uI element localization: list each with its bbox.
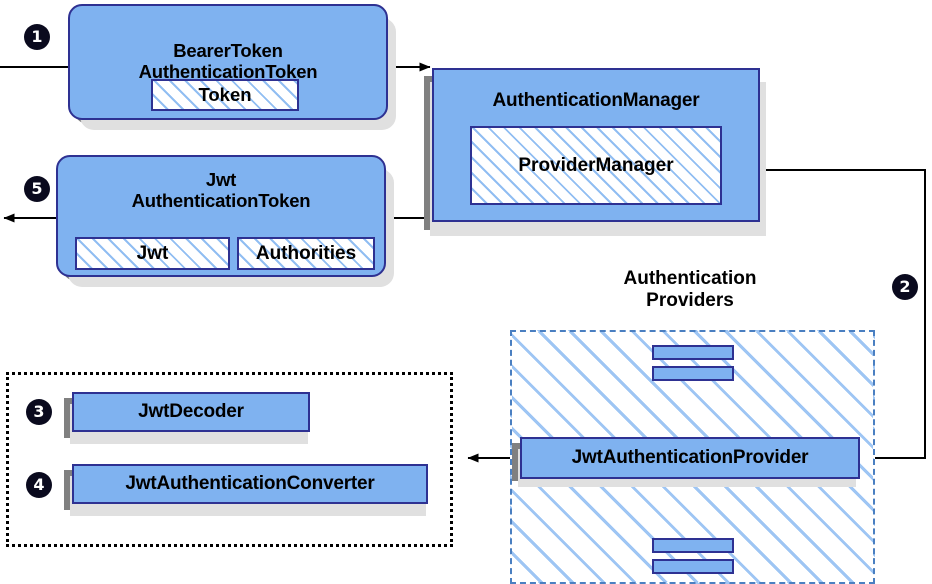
inner-box-token[interactable]: Token	[151, 79, 299, 111]
node-bearer-token-authentication-token[interactable]: BearerToken AuthenticationToken	[68, 4, 388, 120]
badge-step-2: 2	[892, 274, 918, 300]
providers-group-title: Authentication Providers	[585, 268, 795, 312]
converters-dotted-container	[6, 372, 453, 547]
provider-bar-top-2	[652, 366, 734, 381]
provider-bar-top-1	[652, 345, 734, 360]
providers-title-line2: Providers	[646, 289, 734, 311]
node-jwt-decoder[interactable]: JwtDecoder	[72, 392, 310, 432]
badge-step-3: 3	[26, 399, 52, 425]
node-jwt-authentication-provider[interactable]: JwtAuthenticationProvider	[520, 437, 860, 479]
provider-bar-bottom-2	[652, 559, 734, 574]
jwt-decoder-label: JwtDecoder	[138, 401, 244, 423]
providers-title-line1: Authentication	[623, 268, 757, 289]
badge-step-1: 1	[24, 24, 50, 50]
provider-bar-bottom-1	[652, 538, 734, 553]
authentication-manager-title: AuthenticationManager	[492, 90, 700, 111]
jwt-converter-label: JwtAuthenticationConverter	[125, 473, 375, 495]
inner-box-provider-manager[interactable]: ProviderManager	[470, 126, 722, 205]
jwt-token-title-line1: Jwt	[205, 169, 237, 190]
inner-box-authorities[interactable]: Authorities	[237, 237, 375, 270]
jwt-token-title-line2: AuthenticationToken	[131, 189, 311, 211]
badge-step-4: 4	[26, 472, 52, 498]
bearer-token-title-line1: BearerToken	[173, 40, 283, 62]
badge-step-5: 5	[24, 176, 50, 202]
bearer-token-title-line2: AuthenticationToken	[138, 61, 318, 82]
inner-box-jwt[interactable]: Jwt	[75, 237, 230, 270]
jwt-provider-title: JwtAuthenticationProvider	[571, 447, 809, 469]
node-jwt-authentication-converter[interactable]: JwtAuthenticationConverter	[72, 464, 428, 504]
